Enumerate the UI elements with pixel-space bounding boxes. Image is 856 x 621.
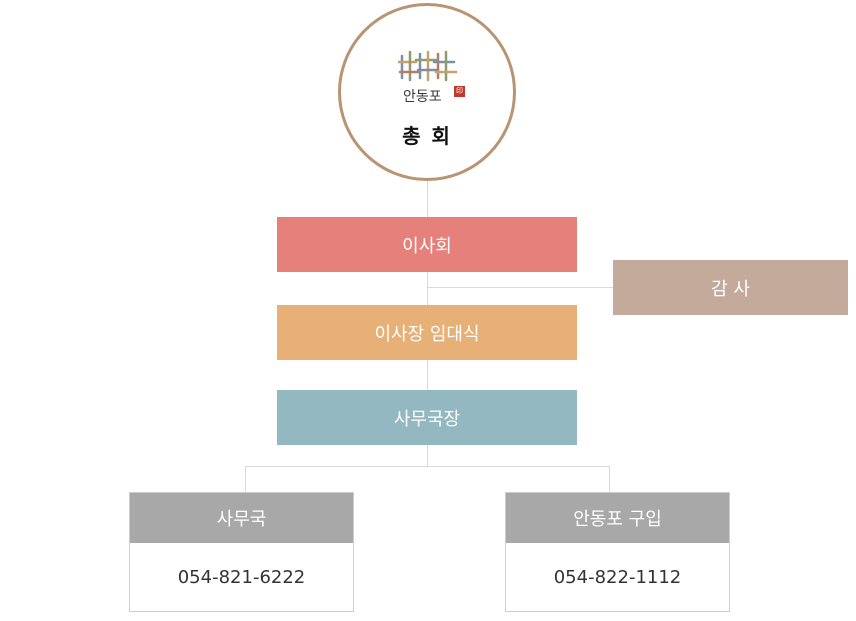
board-of-directors-box: 이사회 — [277, 217, 577, 272]
connector-branch — [245, 466, 610, 467]
general-assembly-node: 안동포 印 총 회 — [338, 3, 516, 181]
auditor-label: 감 사 — [711, 278, 750, 300]
department-card-purchase: 안동포 구입 054-822-1112 — [505, 492, 730, 612]
logo-seal: 印 — [454, 86, 465, 97]
department-phone: 054-822-1112 — [553, 566, 682, 588]
department-phone: 054-821-6222 — [177, 566, 306, 588]
board-label: 이사회 — [402, 235, 452, 257]
logo-text: 안동포 — [403, 89, 442, 105]
andongpo-logo — [396, 48, 468, 112]
connector-assembly-board — [427, 178, 428, 218]
department-name: 안동포 구입 — [506, 493, 729, 543]
connector-dept-left — [245, 466, 246, 493]
connector-dept-right — [609, 466, 610, 493]
department-name: 사무국 — [130, 493, 353, 543]
auditor-box: 감 사 — [613, 260, 848, 315]
connector-secretary-down — [427, 444, 428, 466]
connector-auditor — [427, 287, 614, 288]
connector-officers-secretary — [427, 359, 428, 391]
connector-board-officers — [427, 271, 428, 306]
officers-box: 이사장 임대식 — [277, 305, 577, 360]
secretary-general-label: 사무국장 — [393, 408, 461, 430]
assembly-label: 총 회 — [402, 124, 452, 148]
officers-label: 이사장 임대식 — [374, 323, 480, 345]
department-card-office: 사무국 054-821-6222 — [129, 492, 354, 612]
secretary-general-box: 사무국장 — [277, 390, 577, 445]
